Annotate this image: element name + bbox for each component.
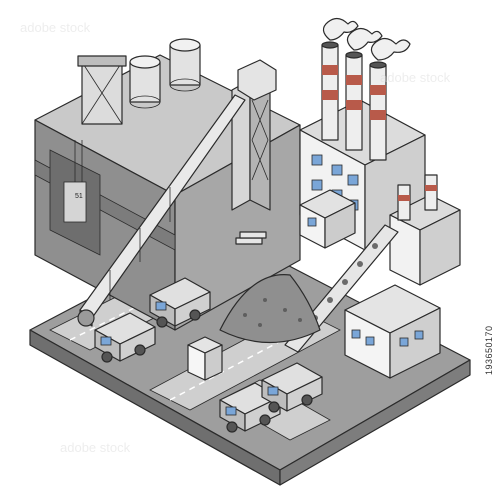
watermark: adobe stock xyxy=(380,70,451,85)
chimney xyxy=(345,51,363,151)
storage-tank xyxy=(129,55,161,109)
headframe-tower xyxy=(77,55,127,125)
dump-truck xyxy=(94,312,156,363)
processing-building xyxy=(389,174,461,286)
stock-id-label: 193650170 xyxy=(484,325,494,375)
pipe-stack xyxy=(235,231,267,245)
chimney xyxy=(321,41,339,141)
inclined-conveyor xyxy=(77,94,246,327)
watermark: adobe stock xyxy=(20,20,91,35)
truck-plate-label: 51 xyxy=(75,193,83,200)
smoke-plume xyxy=(322,17,411,61)
office-building xyxy=(344,284,441,379)
crusher-building xyxy=(299,189,356,249)
dump-truck xyxy=(261,362,323,413)
elevator-tower xyxy=(231,59,277,211)
storage-tank xyxy=(169,38,201,92)
dump-truck xyxy=(149,277,211,328)
ore-stockpile xyxy=(219,274,321,343)
guard-booth xyxy=(187,336,223,381)
chimney xyxy=(369,61,387,161)
watermark: adobe stock xyxy=(60,440,131,455)
